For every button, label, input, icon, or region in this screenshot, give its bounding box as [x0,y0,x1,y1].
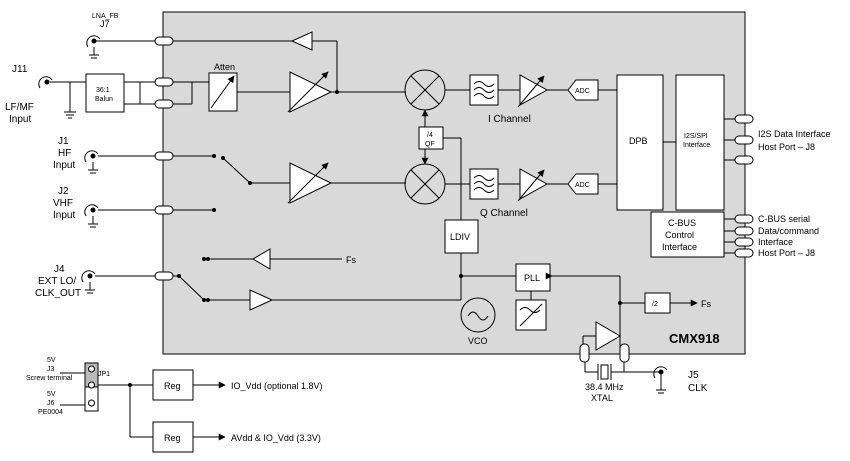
label-j1: J1 [58,136,69,147]
label-xtal-2: XTAL [591,393,613,403]
crystal-icon [597,364,612,380]
label-cbus-1: C-BUS [668,218,696,228]
label-fs-out: Fs [701,299,711,309]
label-j1-desc2: Input [53,160,75,171]
adc-q [567,173,599,195]
label-q-channel: Q Channel [480,208,528,219]
label-div2: /2 [652,301,658,308]
label-io-vdd: IO_Vdd (optional 1.8V) [231,381,323,391]
label-avdd: AVdd & IO_Vdd (3.3V) [231,433,321,443]
label-adc-q: ADC [575,182,590,189]
i-vga [519,74,549,106]
label-i2s-host-2: Host Port – J8 [758,142,815,152]
junction-dots [128,90,622,387]
label-j11-desc1: LF/MF [5,102,34,113]
label-j7: J7 [100,19,110,29]
label-j1-desc1: HF [58,148,71,159]
label-power-j3: J3 [47,366,55,373]
lo-buffer [249,289,274,311]
label-qf-1: /4 [427,132,433,139]
label-fs-in: Fs [346,255,356,265]
label-cbus-3: Interface [662,242,697,252]
label-j4-desc2: CLK_OUT [35,288,81,299]
label-i2s-2: Interface [683,142,710,149]
chip-name: CMX918 [669,331,720,346]
xtal-amp [595,321,621,351]
label-j4-desc1: EXT LO/ [38,276,76,287]
lna-fb-amp [290,31,313,51]
label-j5-desc: CLK [688,383,708,394]
label-atten: Atten [214,62,235,72]
label-ldiv: LDIV [450,232,470,242]
label-power-j6-desc: PE0004 [38,409,63,416]
label-j11-desc2: Input [9,114,31,125]
label-cbus-2: Control [665,230,694,240]
label-balun-2: Balun [95,96,113,103]
label-reg-1: Reg [164,381,181,391]
label-i2s-host-1: I2S Data Interface [758,129,831,139]
label-balun-1: 36:1 [96,87,110,94]
label-reg-2: Reg [164,433,181,443]
label-j4: J4 [54,264,65,275]
label-i-channel: I Channel [488,114,531,125]
coax-connectors [38,35,668,394]
label-cbus-host-1: C-BUS serial [758,214,810,224]
balun-block [85,73,125,113]
label-j2: J2 [58,186,69,197]
lf-amp [289,71,333,113]
label-qf-2: QF [425,141,435,148]
label-j5: J5 [688,370,699,381]
label-vco: VCO [468,336,488,346]
label-j2-desc2: Input [53,210,75,221]
label-power-v2: 5V [47,391,56,398]
label-adc-i: ADC [575,88,590,95]
label-cbus-host-2: Data/command [758,226,819,236]
filter-icon [467,81,543,327]
label-lna-fb: LNA_FB [92,13,119,20]
label-j11: J11 [12,64,28,75]
label-power-v1: 5V [47,357,56,364]
label-i2s-1: I2S/SPI [684,133,708,140]
label-jp1: JP1 [98,371,110,378]
adc-i [567,79,599,101]
label-cbus-host-3: Interface [758,237,793,247]
label-xtal-1: 38.4 MHz [585,382,624,392]
chip-pins [154,36,754,363]
label-pll: PLL [524,273,540,283]
label-power-j6: J6 [47,400,55,407]
label-power-j3-desc: Screw terminal [26,375,73,382]
hf-amp [289,162,333,204]
label-j2-desc1: VHF [53,198,73,209]
label-cbus-host-4: Host Port – J8 [758,248,815,258]
q-vga [519,168,549,200]
label-dpb: DPB [629,136,648,146]
fs-buffer [252,248,271,270]
